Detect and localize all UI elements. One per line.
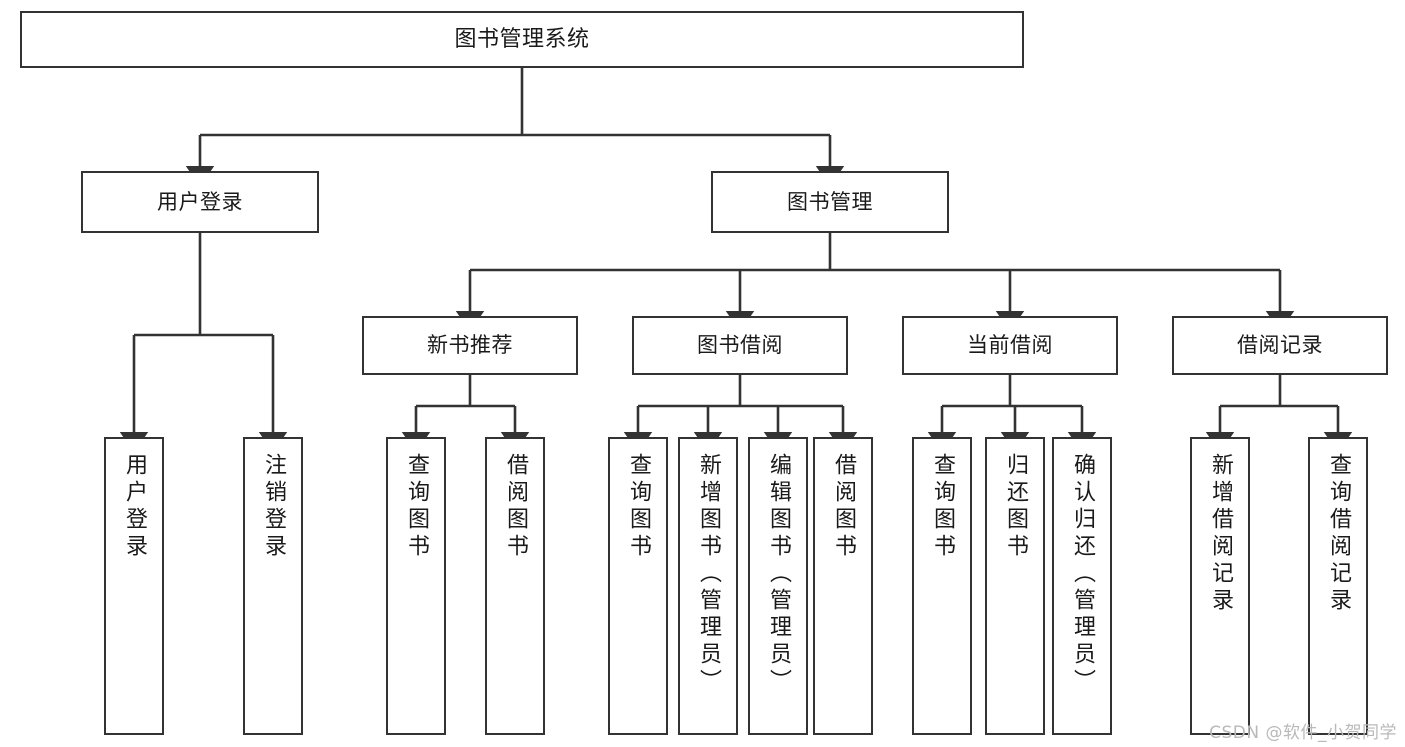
- node-label: 查询图书: [930, 453, 955, 561]
- node-label: 新书推荐: [427, 333, 513, 358]
- node-label: 新增借阅记录: [1208, 453, 1233, 615]
- node-leaf-logout[interactable]: 注销登录: [243, 437, 303, 735]
- node-leaf-query-book-3[interactable]: 查询图书: [912, 437, 972, 735]
- node-root[interactable]: 图书管理系统: [20, 11, 1024, 68]
- node-leaf-borrow-book-2[interactable]: 借阅图书: [813, 437, 873, 735]
- node-label: 当前借阅: [967, 333, 1053, 358]
- node-leaf-user-login[interactable]: 用户登录: [104, 437, 164, 735]
- node-label: 查询图书: [626, 453, 651, 561]
- node-label: 借阅图书: [831, 453, 856, 561]
- node-label: 用户登录: [122, 453, 147, 561]
- node-label: 注销登录: [261, 453, 286, 561]
- node-leaf-edit-book[interactable]: 编辑图书（管理员）: [748, 437, 808, 735]
- node-leaf-add-book[interactable]: 新增图书（管理员）: [678, 437, 738, 735]
- node-label: 借阅图书: [503, 453, 528, 561]
- node-book-manage[interactable]: 图书管理: [711, 171, 949, 233]
- node-label: 确认归还（管理员）: [1070, 453, 1095, 696]
- node-book-borrow[interactable]: 图书借阅: [632, 316, 848, 375]
- node-label: 图书管理: [787, 189, 873, 214]
- node-leaf-confirm-return[interactable]: 确认归还（管理员）: [1052, 437, 1112, 735]
- node-leaf-add-record[interactable]: 新增借阅记录: [1190, 437, 1250, 735]
- node-new-book-rec[interactable]: 新书推荐: [362, 316, 578, 375]
- watermark-text: CSDN @软件_小贺同学: [1209, 723, 1397, 743]
- node-leaf-query-book-2[interactable]: 查询图书: [608, 437, 668, 735]
- node-leaf-return-book[interactable]: 归还图书: [985, 437, 1045, 735]
- node-label: 编辑图书（管理员）: [766, 453, 791, 696]
- node-leaf-borrow-book-1[interactable]: 借阅图书: [485, 437, 545, 735]
- node-leaf-query-record[interactable]: 查询借阅记录: [1308, 437, 1368, 735]
- node-label: 查询借阅记录: [1326, 453, 1351, 615]
- node-label: 图书管理系统: [454, 26, 590, 52]
- node-label: 查询图书: [404, 453, 429, 561]
- node-label: 新增图书（管理员）: [696, 453, 721, 696]
- node-leaf-query-book-1[interactable]: 查询图书: [386, 437, 446, 735]
- node-label: 用户登录: [157, 189, 243, 214]
- node-label: 图书借阅: [697, 333, 783, 358]
- node-borrow-record[interactable]: 借阅记录: [1172, 316, 1388, 375]
- node-label: 借阅记录: [1237, 333, 1323, 358]
- node-label: 归还图书: [1003, 453, 1028, 561]
- node-current-borrow[interactable]: 当前借阅: [902, 316, 1118, 375]
- node-user-login[interactable]: 用户登录: [81, 171, 319, 233]
